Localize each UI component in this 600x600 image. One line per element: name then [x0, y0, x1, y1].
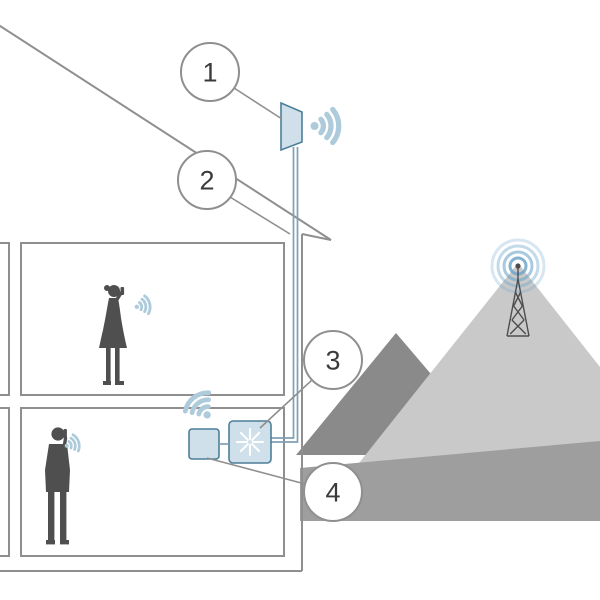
man-phone-silhouette-icon [45, 427, 70, 545]
booster-box [228, 420, 272, 464]
signal-waves-icon [311, 109, 339, 142]
cable-run [271, 147, 299, 443]
callout-4: 4 [303, 462, 363, 522]
callout-2: 2 [177, 150, 237, 210]
outdoor-antenna-panel [280, 101, 303, 152]
tower-signal-ring [496, 244, 540, 288]
roof-slope [0, 24, 332, 241]
mountains [296, 263, 600, 521]
callout-3-label: 3 [325, 346, 340, 376]
foothill-band [300, 441, 600, 521]
callout-2-circle [177, 150, 237, 210]
callout-2-label: 2 [199, 166, 214, 196]
leader-line-2 [229, 196, 291, 235]
callout-1-label: 1 [202, 58, 217, 88]
tower-mast [506, 266, 530, 337]
leader-line-3 [259, 379, 313, 429]
callout-3: 3 [303, 330, 363, 390]
leader-line-1 [233, 87, 283, 120]
indoor-antenna-box [188, 428, 220, 460]
room-upper-left-sliver [0, 242, 10, 396]
tower-bracing [509, 291, 527, 335]
rooms [0, 242, 285, 557]
woman-phone-silhouette-icon [99, 285, 127, 385]
callout-4-circle [303, 462, 363, 522]
house-outline [0, 24, 332, 572]
tower-signal-ring [490, 238, 546, 294]
callout-1-circle [180, 42, 240, 102]
outdoor-antenna-icon [280, 101, 303, 152]
coax-cable-line [271, 147, 299, 443]
booster-icon [228, 420, 272, 464]
roof-eave [301, 233, 332, 241]
callout-3-circle [303, 330, 363, 390]
cable-run [271, 147, 295, 439]
cell-tower-icon [490, 238, 546, 337]
mountain-light [340, 263, 600, 487]
booster-burst-pattern [236, 428, 264, 456]
indoor-antenna-icon [188, 428, 229, 460]
callout-leaders [206, 87, 313, 485]
leader-line-4 [206, 457, 306, 485]
room-lower-left-sliver [0, 407, 10, 557]
callout-4-label: 4 [325, 478, 340, 508]
callout-1: 1 [180, 42, 240, 102]
room-upper [20, 242, 285, 396]
